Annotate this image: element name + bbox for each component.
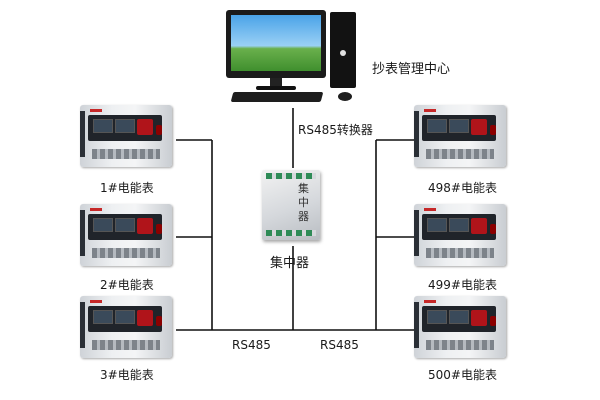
- meter-label: 499#电能表: [428, 278, 497, 292]
- computer-icon: [226, 10, 366, 106]
- meter-500-icon: [414, 296, 510, 362]
- meter-label: 500#电能表: [428, 368, 497, 382]
- bus-left-label: RS485: [232, 338, 271, 352]
- meter-3-icon: [80, 296, 176, 362]
- concentrator-device-text: 集中器: [298, 182, 309, 223]
- concentrator-label: 集中器: [270, 256, 310, 271]
- meter-499-icon: [414, 204, 510, 270]
- meter-label: 3#电能表: [100, 368, 154, 382]
- concentrator-device-icon: 集中器: [262, 170, 324, 244]
- meter-label: 498#电能表: [428, 181, 497, 195]
- meter-label: 2#电能表: [100, 278, 154, 292]
- bus-right-label: RS485: [320, 338, 359, 352]
- meter-2-icon: [80, 204, 176, 270]
- meter-498-icon: [414, 105, 510, 171]
- pc-label: 抄表管理中心: [372, 62, 451, 77]
- converter-label: RS485转换器: [298, 123, 373, 137]
- meter-1-icon: [80, 105, 176, 171]
- meter-label: 1#电能表: [100, 181, 154, 195]
